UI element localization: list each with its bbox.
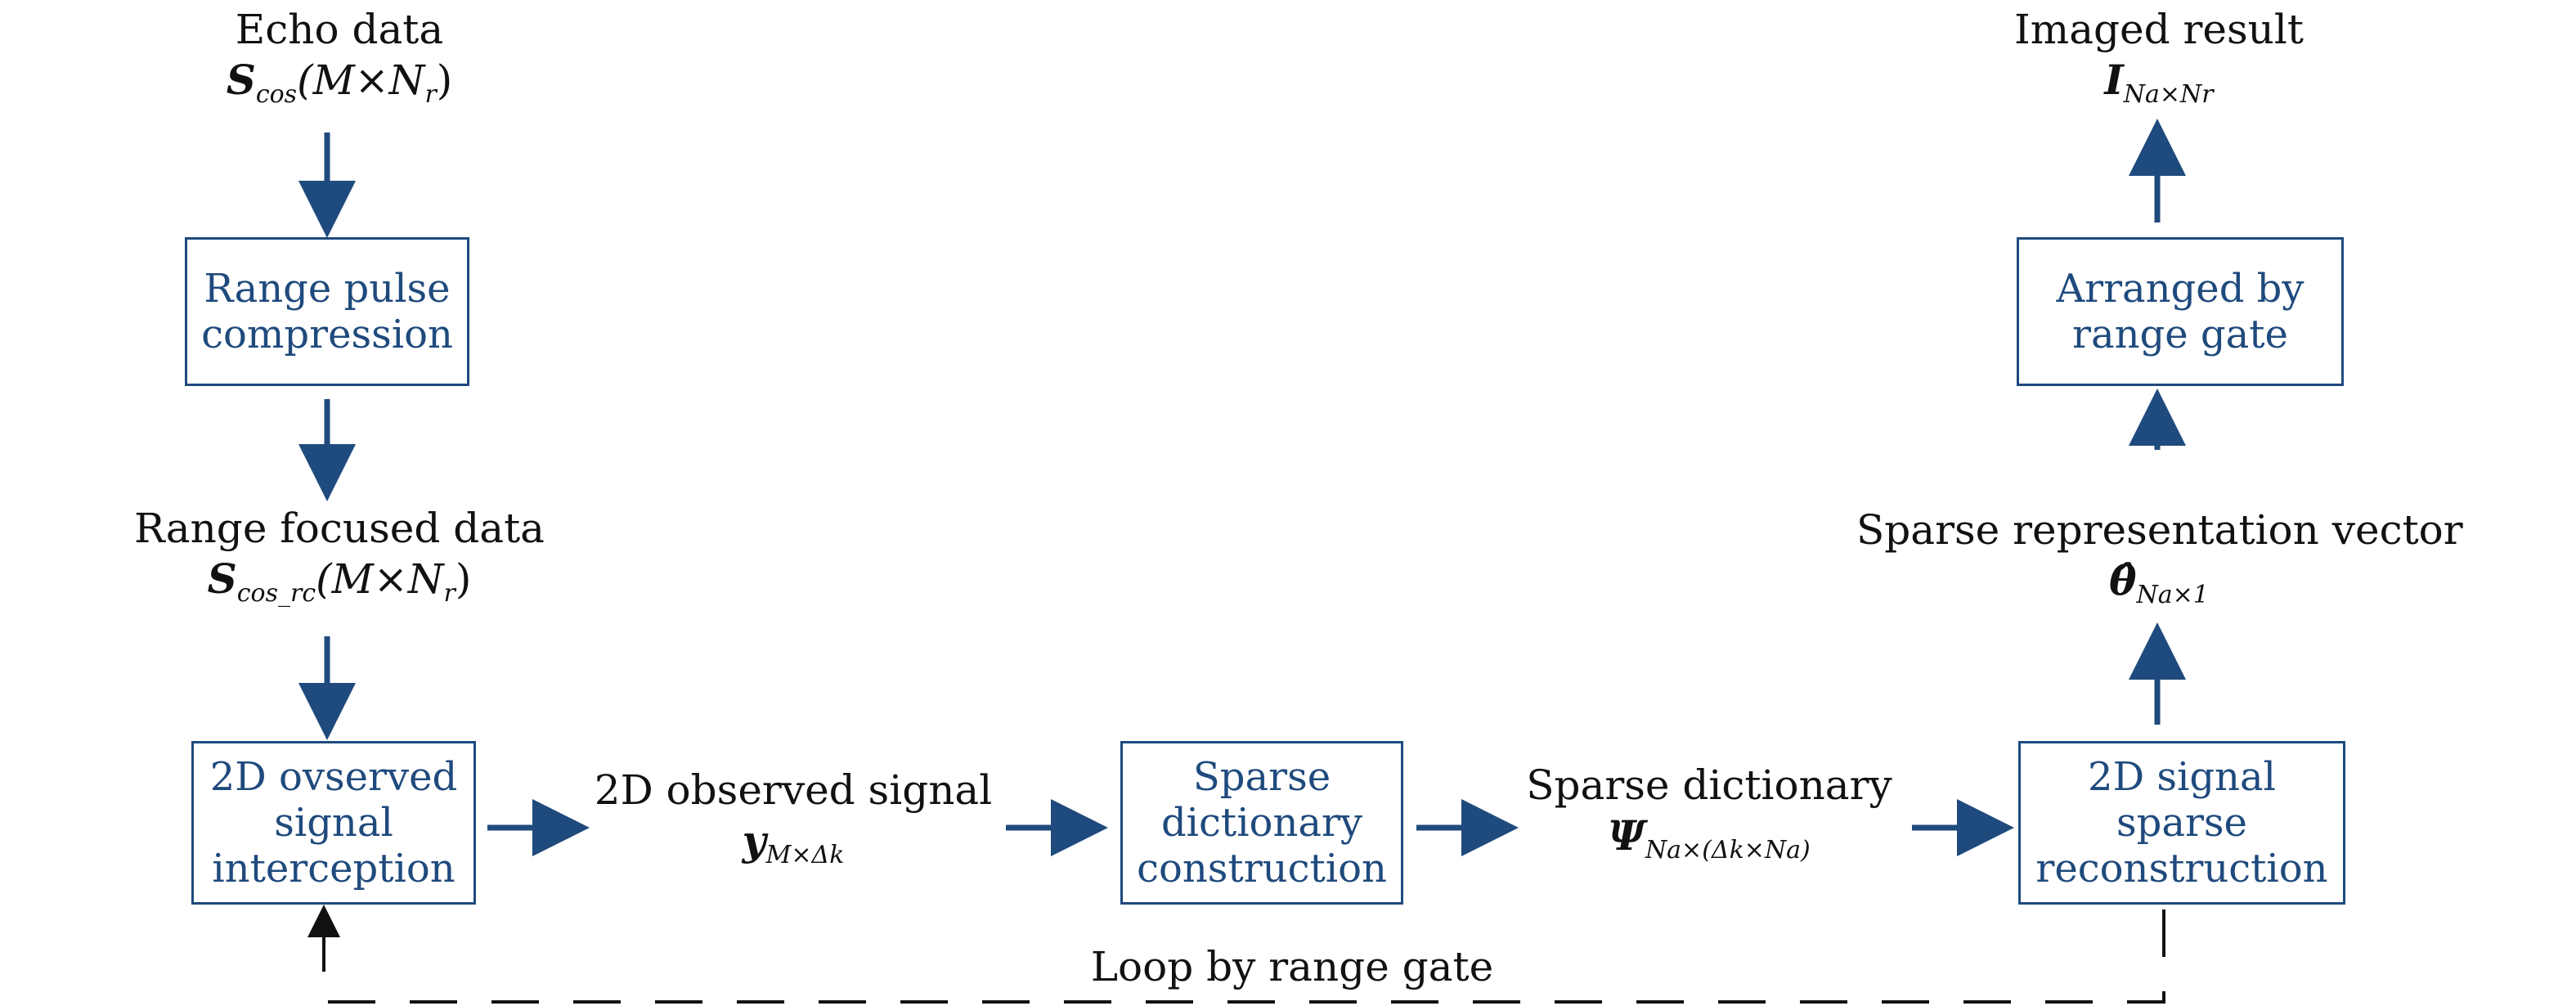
echo-data-symbol: Scos(M×Nr) [226,56,453,109]
sparse-representation-vector-title: Sparse representation vector [1856,506,2463,554]
range-focused-data-label: Range focused data Scos_rc(M×Nr) [123,504,556,620]
echo-data-label: Echo data Scos(M×Nr) [147,5,532,121]
sparse-dictionary-title: Sparse dictionary [1526,761,1892,809]
arranged-by-range-gate-box: Arranged by range gate [2017,237,2344,386]
sparse-representation-vector-symbol: θ̂Na×1 [2109,556,2209,609]
sparse-dictionary-symbol: ΨNa×(Δk×Na) [1608,811,1811,865]
imaged-result-title: Imaged result [2014,6,2304,53]
range-focused-data-symbol: Scos_rc(M×Nr) [207,555,472,608]
observed-signal-label: 2D observed signal yM×Δk [589,766,998,882]
loop-feedback-path [324,909,2165,1004]
imaged-result-symbol: INa×Nr [2104,56,2214,109]
observed-signal-symbol: yM×Δk [742,816,845,869]
sparse-representation-vector-label: Sparse representation vector θ̂Na×1 [1856,505,2463,622]
range-focused-data-title: Range focused data [134,505,545,552]
echo-data-title: Echo data [235,6,444,53]
loop-by-range-gate-text: Loop by range gate [1090,943,1494,990]
sparse-dictionary-label: Sparse dictionary ΨNa×(Δk×Na) [1513,761,1905,877]
signal-sparse-reconstruction-box: 2D signal sparse reconstruction [2018,741,2345,905]
imaged-result-label: Imaged result INa×Nr [1963,5,2355,121]
observed-signal-title: 2D observed signal [594,766,993,814]
sparse-dictionary-construction-box: Sparse dictionary construction [1120,741,1403,905]
range-pulse-compression-box: Range pulse compression [185,237,469,386]
loop-by-range-gate-label: Loop by range gate [1047,942,1537,991]
observed-signal-interception-box: 2D ovserved signal interception [191,741,476,905]
